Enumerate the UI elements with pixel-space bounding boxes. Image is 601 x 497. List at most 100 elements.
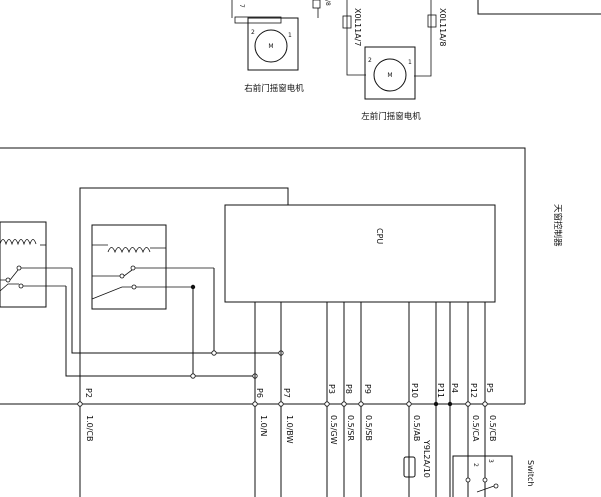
relay-right-contact-a — [130, 265, 136, 271]
top-right-frame — [477, 0, 601, 15]
pin-p2-wire: 1.0/CB — [85, 415, 94, 442]
left-motor-pin2: 2 — [368, 57, 372, 64]
pin-p7: P7 1.0/BW — [278, 388, 294, 444]
controller-outline — [0, 147, 526, 404]
relay-left-box — [0, 221, 47, 308]
pin-p7-terminal — [278, 401, 284, 407]
route-d — [71, 268, 281, 354]
connector-label: Y9L2A/10 — [422, 439, 431, 478]
relay-left-contacts — [0, 267, 72, 292]
switch-blade — [476, 485, 495, 493]
left-motor-connector-left — [342, 15, 352, 29]
pin-p11-label: P11 — [436, 383, 445, 398]
pin-p10-terminal — [406, 401, 412, 407]
pin-p4: P4 — [447, 383, 459, 407]
right-motor-pin1: 1 — [288, 32, 292, 39]
pin-p5-wire: 0.5/CB — [488, 415, 497, 442]
switch-pin3: 3 — [487, 459, 494, 463]
relay-right-contacts — [91, 267, 214, 300]
pin-p9-wire: 0.5/SB — [364, 415, 373, 441]
left-motor-housing — [364, 46, 416, 100]
pin-p9-label: P9 — [363, 384, 372, 394]
pin-p8-label: P8 — [344, 384, 353, 394]
cpu-label: CPU — [375, 228, 384, 244]
route-c — [65, 286, 255, 377]
pin-p6-terminal — [252, 401, 258, 407]
switch-contact-3 — [493, 483, 499, 489]
relay-right-coil — [107, 247, 151, 254]
pin-p9: P9 0.5/SB — [358, 384, 373, 441]
junction-2 — [211, 350, 217, 356]
pin-p2: P2 1.0/CB — [77, 388, 94, 442]
right-motor-wire-a: 7 — [238, 4, 245, 8]
relay-left-contact-c — [18, 283, 24, 289]
pin-p3: P3 0.5/GW — [324, 384, 338, 445]
pin-p6-wire: 1.0/N — [259, 415, 268, 436]
pin-p8-wire: 0.5/SR — [346, 415, 355, 441]
relay-right-coil-leads — [92, 244, 166, 249]
junction-1 — [190, 284, 196, 290]
pin-p7-label: P7 — [282, 388, 291, 398]
pin-wires — [79, 302, 486, 497]
pin-p10: P10 0.5/AB — [406, 383, 421, 441]
switch-contact-2 — [482, 477, 488, 483]
left-motor-symbol: M — [387, 72, 392, 79]
right-motor-icon — [254, 29, 288, 63]
pin-p8-terminal — [341, 401, 347, 407]
pin-p2-terminal — [77, 401, 83, 407]
cpu-block — [224, 204, 496, 303]
left-motor-leads — [346, 0, 432, 77]
relay-right-box — [91, 224, 167, 310]
pin-p4-label: P4 — [450, 383, 459, 393]
right-motor-caption: 右前门摇窗电机 — [244, 83, 304, 94]
right-window-motor: M 2 1 7 /8 右前门摇窗电机 — [231, 0, 331, 94]
pin-p6: P6 1.0/N — [252, 388, 268, 436]
left-window-motor: M 2 1 X0L11A/7 X0L11A/8 左前门摇窗电机 — [342, 0, 447, 122]
pin-p3-label: P3 — [327, 384, 336, 394]
pin-p9-terminal — [358, 401, 364, 407]
pin-p7-wire: 1.0/BW — [285, 415, 294, 444]
relay-right-contact-c — [131, 284, 137, 290]
pin-p12-wire: 0.5/CA — [471, 415, 480, 442]
relay-right — [91, 224, 214, 310]
pin-p10-wire: 0.5/AB — [412, 415, 421, 441]
junction-4 — [190, 373, 196, 379]
connector-y9l2a — [403, 456, 416, 478]
pin-p12: P12 0.5/CA — [465, 383, 480, 442]
right-motor-leads — [231, 0, 319, 18]
relay-left-contact-a — [16, 265, 22, 271]
pin-p11-terminal — [433, 401, 439, 407]
left-motor-connector-right — [427, 14, 437, 28]
pin-p12-terminal — [465, 401, 471, 407]
right-motor-connector — [312, 0, 321, 9]
left-motor-wire-1: X0L11A/7 — [353, 8, 362, 46]
pin-p4-terminal — [447, 401, 453, 407]
relay-right-contact-b — [119, 273, 125, 279]
left-motor-pin1: 1 — [408, 59, 412, 66]
pin-p8: P8 0.5/SR — [341, 384, 355, 441]
pin-p3-terminal — [324, 401, 330, 407]
switch-box — [452, 455, 513, 497]
right-motor-wire-b: /8 — [324, 0, 331, 6]
pin-p5-label: P5 — [485, 383, 494, 393]
switch-contact-1 — [465, 477, 471, 483]
switch: 2 3 Switch — [452, 455, 535, 497]
pin-p6-label: P6 — [255, 388, 264, 398]
relay-left — [0, 221, 72, 308]
pin-p3-wire: 0.5/GW — [329, 415, 338, 445]
pin-p5-terminal — [482, 401, 488, 407]
switch-label: Switch — [526, 460, 535, 486]
right-motor-housing — [247, 17, 299, 71]
right-motor-symbol: M — [268, 43, 273, 50]
right-motor-pin2: 2 — [251, 29, 255, 36]
left-motor-wire-2: X0L11A/8 — [438, 8, 447, 46]
left-motor-caption: 左前门摇窗电机 — [361, 111, 421, 122]
controller-title: 天窗控制器 — [552, 204, 563, 247]
right-motor-terminal-block — [234, 16, 282, 24]
left-motor-icon — [373, 58, 407, 92]
pin-p2-label: P2 — [84, 388, 93, 398]
pin-p10-label: P10 — [410, 383, 419, 398]
relay-feed-wire — [79, 187, 289, 238]
switch-leads — [467, 470, 486, 497]
pin-p11: P11 — [433, 383, 445, 407]
